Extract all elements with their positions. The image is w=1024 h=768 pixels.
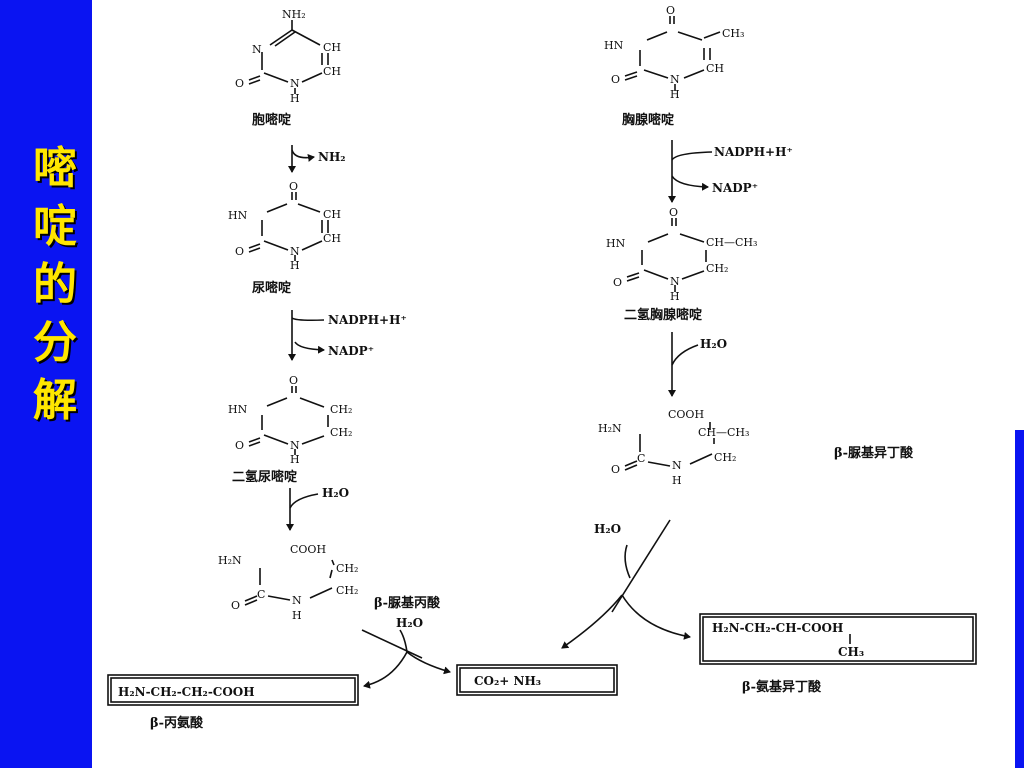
title-char: 解: [33, 375, 77, 427]
uracil-n1: N: [290, 245, 300, 258]
thymine-h: H: [670, 88, 680, 101]
ureidoisobutyrate-ch2: CH₂: [714, 451, 736, 464]
cytosine-structure: [248, 20, 329, 94]
thymine-n1: N: [670, 73, 680, 86]
step4-reagent: H₂O: [396, 616, 423, 630]
pyrimidine-degradation-diagram: NH₂ N CH CH O N H 胞嘧啶 NH₂ O HN CH CH O N…: [107, 4, 977, 731]
uracil-h: H: [290, 259, 300, 272]
ureidoisobutyrate-c: C: [637, 452, 645, 465]
title-char: 的: [33, 259, 77, 311]
dihydrouracil-name: 二氢尿嘧啶: [232, 469, 297, 485]
cytosine-n3: N: [252, 43, 262, 56]
uracil-hn: HN: [228, 209, 248, 222]
thymine-structure: [624, 16, 721, 91]
dihydrouracil-h: H: [290, 453, 300, 466]
step1-byproduct: NH₂: [318, 150, 346, 164]
uracil-name: 尿嘧啶: [252, 280, 291, 296]
right-accent-bar: [1015, 430, 1024, 768]
dihydrouracil-structure: [248, 386, 329, 455]
thymine-c6: CH: [706, 62, 724, 75]
beta-aminoisobutyrate-box: [699, 613, 977, 665]
uracil-o4: O: [289, 180, 298, 193]
dihydrothymine-hn: HN: [606, 237, 626, 250]
title-char: 嘧: [33, 143, 77, 194]
right-step3-reagent: H₂O: [594, 522, 621, 536]
right-step1-reagent: NADPH+H⁺: [714, 145, 793, 159]
title-char: 分: [33, 317, 77, 369]
ureidopropionate-structure: [244, 559, 335, 606]
ureidoisobutyrate-name: β-脲基异丁酸: [834, 445, 914, 461]
beta-alanine-box: [107, 674, 359, 706]
dihydrothymine-name: 二氢胸腺嘧啶: [624, 307, 702, 323]
cytosine-nh2: NH₂: [282, 8, 306, 21]
ureidopropionate-ch2b: CH₂: [336, 584, 358, 597]
thymine-hn: HN: [604, 39, 624, 52]
uracil-c6: CH: [323, 232, 341, 245]
cytosine-h: H: [290, 92, 300, 105]
ureidoisobutyrate-structure: [624, 422, 715, 471]
beta-aminoisobutyrate-name: β-氨基异丁酸: [742, 679, 822, 695]
uracil-structure: [248, 192, 329, 261]
dihydrouracil-o2: O: [235, 439, 244, 452]
thymine-name: 胸腺嘧啶: [622, 112, 674, 128]
ureidopropionate-h: H: [292, 609, 302, 622]
co2-nh3-text: CO₂+ NH₃: [474, 674, 541, 688]
dihydrothymine-h: H: [670, 290, 680, 303]
dihydrothymine-c5: CH—CH₃: [706, 236, 757, 249]
slide-title: 嘧 啶 的 分 解: [27, 140, 83, 430]
ureidopropionate-ch2a: CH₂: [336, 562, 358, 575]
thymine-ch3: CH₃: [722, 27, 744, 40]
dihydrothymine-o2: O: [613, 276, 622, 289]
ureidopropionate-h2n: H₂N: [218, 554, 242, 567]
uracil-o2: O: [235, 245, 244, 258]
ureidopropionate-c: C: [257, 588, 265, 601]
beta-alanine-formula: H₂N-CH₂-CH₂-COOH: [118, 685, 255, 699]
right-step2-reagent: H₂O: [700, 337, 727, 351]
cytosine-n1: N: [290, 77, 300, 90]
cytosine-o: O: [235, 77, 244, 90]
ureidoisobutyrate-n: N: [672, 459, 682, 472]
thymine-o2: O: [611, 73, 620, 86]
dihydrothymine-c6: CH₂: [706, 262, 728, 275]
dihydrouracil-c6: CH₂: [330, 426, 352, 439]
uracil-c5: CH: [323, 208, 341, 221]
dihydrouracil-o4: O: [289, 374, 298, 387]
title-char: 啶: [33, 201, 77, 253]
co2-nh3-box: [456, 664, 618, 696]
ureidopropionate-name: β-脲基丙酸: [374, 595, 441, 611]
ureidopropionate-o: O: [231, 599, 240, 612]
beta-aminoisobutyrate-formula: H₂N-CH₂-CH-COOH: [712, 621, 843, 635]
dihydrothymine-structure: [626, 218, 707, 292]
right-step1-product: NADP⁺: [712, 181, 758, 195]
cytosine-c6: CH: [323, 65, 341, 78]
beta-alanine-name: β-丙氨酸: [150, 715, 204, 731]
ureidoisobutyrate-h2n: H₂N: [598, 422, 622, 435]
dihydrothymine-n1: N: [670, 275, 680, 288]
cytosine-name: 胞嘧啶: [251, 112, 291, 128]
cytosine-c5: CH: [323, 41, 341, 54]
ureidopropionate-cooh: COOH: [290, 543, 326, 556]
beta-aminoisobutyrate-ch3: CH₃: [838, 645, 864, 659]
dihydrothymine-o4: O: [669, 206, 678, 219]
ureidoisobutyrate-o: O: [611, 463, 620, 476]
dihydrouracil-c5: CH₂: [330, 403, 352, 416]
thymine-o4: O: [666, 4, 675, 17]
step2-product: NADP⁺: [328, 344, 374, 358]
ureidopropionate-n: N: [292, 594, 302, 607]
ureidoisobutyrate-ch: CH—CH₃: [698, 426, 749, 439]
sidebar: [0, 0, 92, 768]
dihydrouracil-hn: HN: [228, 403, 248, 416]
step2-reagent: NADPH+H⁺: [328, 313, 407, 327]
dihydrouracil-n1: N: [290, 439, 300, 452]
step3-reagent: H₂O: [322, 486, 349, 500]
ureidoisobutyrate-cooh: COOH: [668, 408, 704, 421]
ureidoisobutyrate-h: H: [672, 474, 682, 487]
